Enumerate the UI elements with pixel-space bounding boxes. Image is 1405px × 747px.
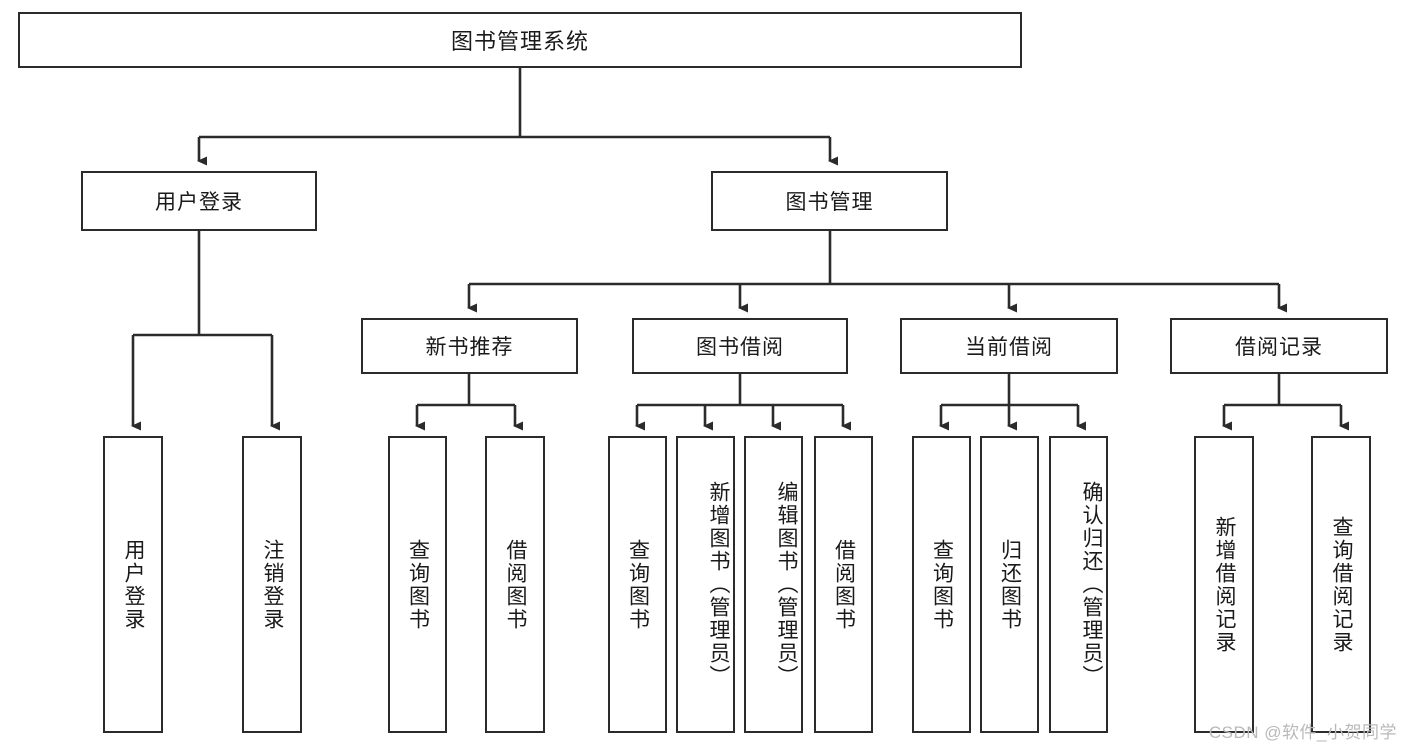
- node-leaf-add-book-label: 新增图书（管理员）: [707, 481, 730, 688]
- node-user-login[interactable]: 用户登录: [81, 171, 317, 231]
- node-user-login-label: 用户登录: [155, 191, 243, 214]
- node-book-borrow-label: 图书借阅: [696, 336, 784, 359]
- node-current-borrow[interactable]: 当前借阅: [900, 318, 1118, 374]
- node-leaf-return-book[interactable]: 归还图书: [980, 436, 1039, 733]
- node-leaf-query-book-3-label: 查询图书: [930, 538, 954, 631]
- node-leaf-add-book[interactable]: 新增图书（管理员）: [676, 436, 735, 733]
- node-leaf-user-login-label: 用户登录: [122, 538, 145, 631]
- node-leaf-user-logout[interactable]: 注销登录: [242, 436, 302, 733]
- node-leaf-borrow-book-2[interactable]: 借阅图书: [814, 436, 873, 733]
- node-leaf-query-book-1[interactable]: 查询图书: [388, 436, 447, 733]
- node-leaf-query-record[interactable]: 查询借阅记录: [1311, 436, 1371, 733]
- node-leaf-add-record[interactable]: 新增借阅记录: [1194, 436, 1254, 733]
- node-new-book-recommend[interactable]: 新书推荐: [361, 318, 578, 374]
- node-root-label: 图书管理系统: [450, 29, 589, 54]
- node-leaf-confirm-return[interactable]: 确认归还（管理员）: [1049, 436, 1108, 733]
- node-leaf-query-book-3[interactable]: 查询图书: [912, 436, 971, 733]
- node-leaf-borrow-book-1-label: 借阅图书: [504, 538, 527, 631]
- node-leaf-borrow-book-2-label: 借阅图书: [832, 538, 856, 631]
- node-book-borrow[interactable]: 图书借阅: [632, 318, 848, 374]
- node-leaf-user-login[interactable]: 用户登录: [103, 436, 163, 733]
- node-leaf-query-book-2[interactable]: 查询图书: [608, 436, 667, 733]
- node-leaf-add-record-label: 新增借阅记录: [1213, 515, 1236, 654]
- node-leaf-return-book-label: 归还图书: [998, 538, 1022, 631]
- node-leaf-confirm-return-label: 确认归还（管理员）: [1080, 481, 1103, 688]
- node-current-borrow-label: 当前借阅: [965, 336, 1053, 359]
- node-borrow-record[interactable]: 借阅记录: [1170, 318, 1388, 374]
- node-new-book-recommend-label: 新书推荐: [425, 336, 514, 359]
- node-book-manage[interactable]: 图书管理: [711, 171, 948, 231]
- node-leaf-query-record-label: 查询借阅记录: [1330, 515, 1353, 654]
- node-borrow-record-label: 借阅记录: [1235, 336, 1323, 359]
- node-leaf-query-book-1-label: 查询图书: [406, 538, 430, 631]
- node-leaf-query-book-2-label: 查询图书: [626, 538, 650, 631]
- node-leaf-edit-book[interactable]: 编辑图书（管理员）: [744, 436, 803, 733]
- node-leaf-edit-book-label: 编辑图书（管理员）: [775, 481, 798, 688]
- node-root[interactable]: 图书管理系统: [18, 12, 1022, 68]
- node-leaf-borrow-book-1[interactable]: 借阅图书: [485, 436, 545, 733]
- node-book-manage-label: 图书管理: [785, 191, 874, 214]
- node-leaf-user-logout-label: 注销登录: [261, 538, 284, 631]
